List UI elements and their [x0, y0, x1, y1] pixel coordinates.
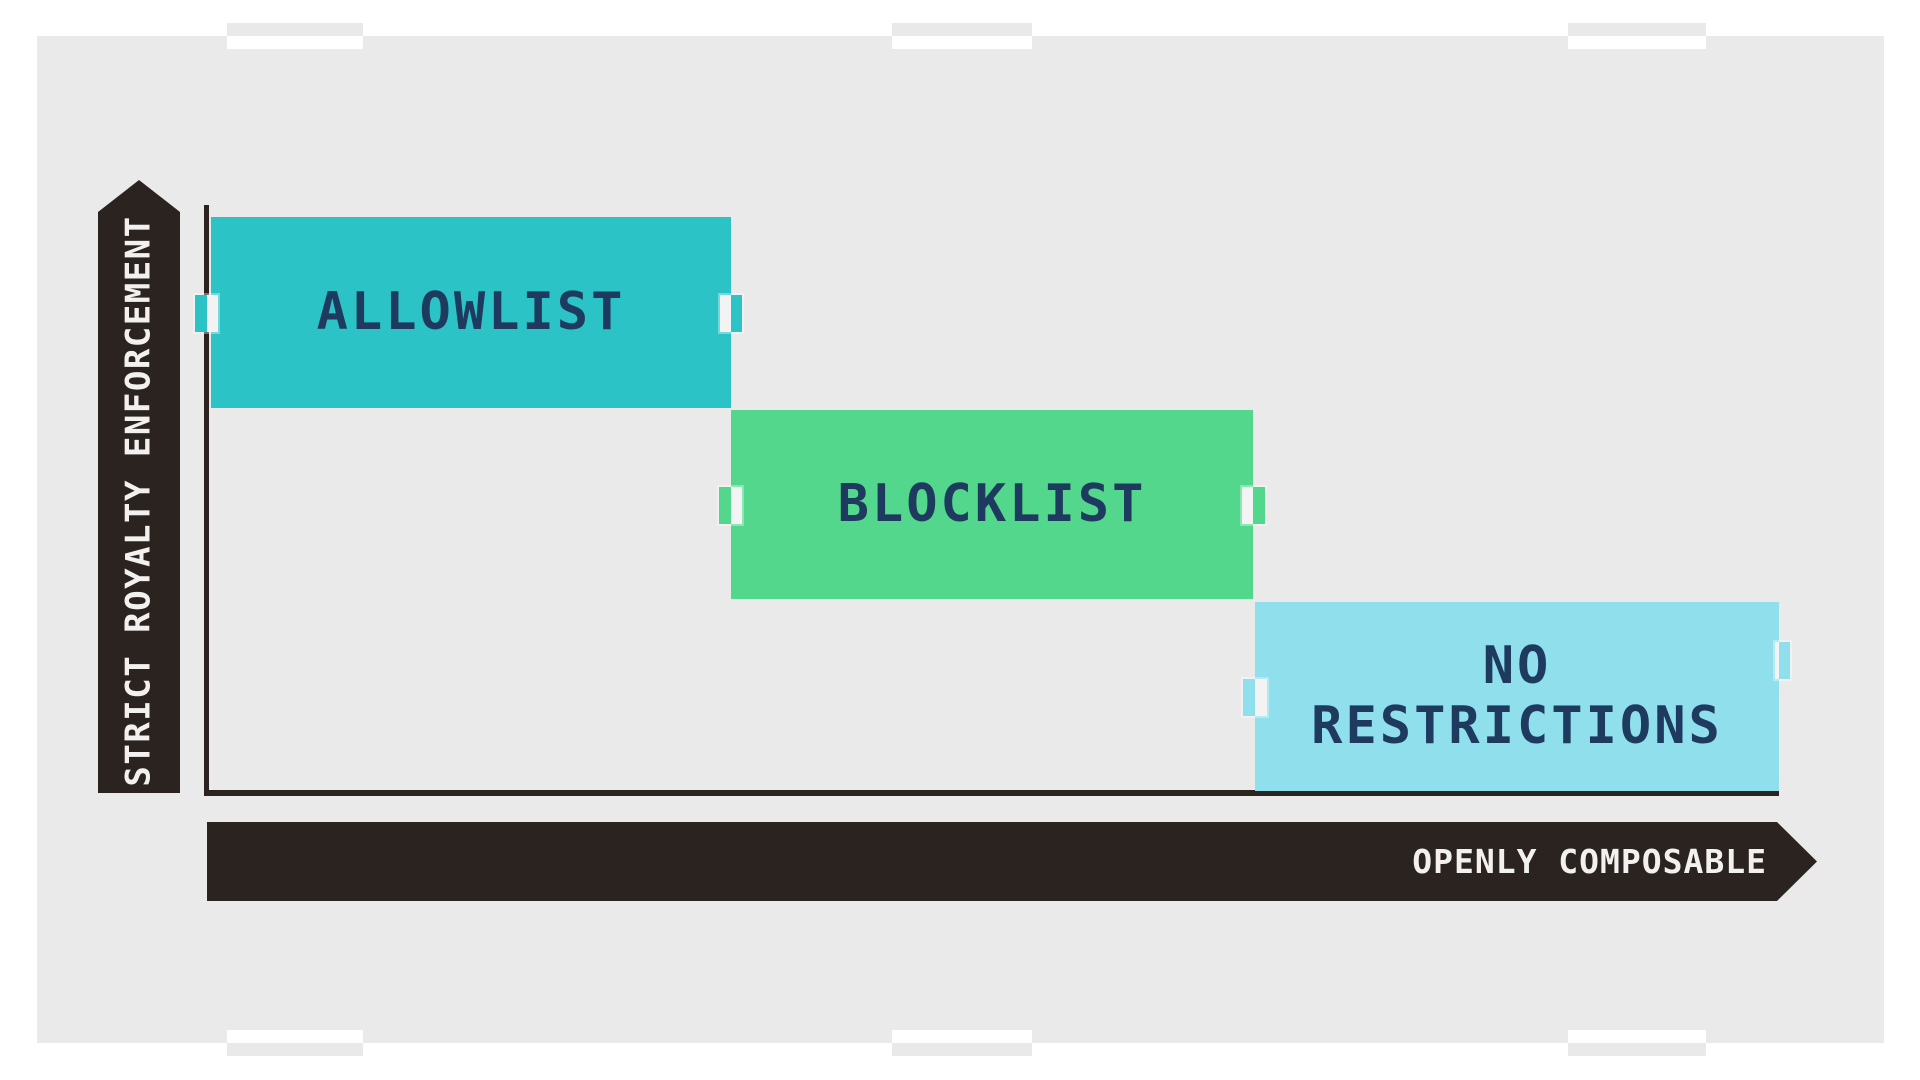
- frame-notch-bottom-right-inner: [1568, 1030, 1706, 1043]
- frame-notch-top-left-inner: [227, 36, 363, 49]
- handle-white-half: [1242, 487, 1253, 524]
- blocklist-left-handle: [719, 487, 742, 524]
- frame-notch-bottom-right-outer: [1568, 1043, 1706, 1056]
- handle-color-half: [1243, 679, 1255, 716]
- x-axis-arrow: OPENLY COMPOSABLE: [207, 822, 1817, 901]
- allowlist-left-handle: [195, 295, 218, 332]
- frame-notch-top-mid-outer: [892, 23, 1032, 36]
- x-axis-label: OPENLY COMPOSABLE: [1412, 842, 1767, 881]
- handle-white-half: [720, 295, 731, 332]
- allowlist-box: ALLOWLIST: [211, 217, 731, 408]
- handle-color-half: [719, 487, 731, 524]
- frame-notch-bottom-mid-inner: [892, 1030, 1032, 1043]
- frame-notch-top-right-inner: [1568, 36, 1706, 49]
- blocklist-label: BLOCKLIST: [837, 473, 1147, 534]
- y-axis-arrow: STRICT ROYALTY ENFORCEMENT: [98, 180, 180, 793]
- frame-notch-top-right-outer: [1568, 23, 1706, 36]
- handle-white-half: [731, 487, 742, 524]
- no-restrictions-right-handle: [1775, 642, 1790, 679]
- frame-notch-bottom-left-outer: [227, 1043, 363, 1056]
- frame-notch-bottom-mid-outer: [892, 1043, 1032, 1056]
- y-axis-line: [204, 205, 209, 796]
- handle-color-half: [731, 295, 742, 332]
- allowlist-label: ALLOWLIST: [316, 281, 626, 342]
- x-axis-line: [204, 790, 1779, 796]
- blocklist-right-handle: [1242, 487, 1265, 524]
- handle-white-half: [207, 295, 218, 332]
- handle-color-half: [1779, 642, 1790, 679]
- handle-color-half: [195, 295, 207, 332]
- y-axis-label: STRICT ROYALTY ENFORCEMENT: [118, 215, 159, 787]
- no-restrictions-left-handle: [1243, 679, 1267, 716]
- allowlist-right-handle: [720, 295, 742, 332]
- no-restrictions-box: NO RESTRICTIONS: [1255, 602, 1779, 791]
- handle-white-half: [1255, 679, 1267, 716]
- handle-white-half: [1775, 642, 1779, 679]
- frame-notch-top-mid-inner: [892, 36, 1032, 49]
- blocklist-box: BLOCKLIST: [731, 410, 1253, 599]
- handle-color-half: [1253, 487, 1265, 524]
- frame-notch-top-left-outer: [227, 23, 363, 36]
- no-restrictions-label: NO RESTRICTIONS: [1311, 635, 1723, 756]
- frame-notch-bottom-left-inner: [227, 1030, 363, 1043]
